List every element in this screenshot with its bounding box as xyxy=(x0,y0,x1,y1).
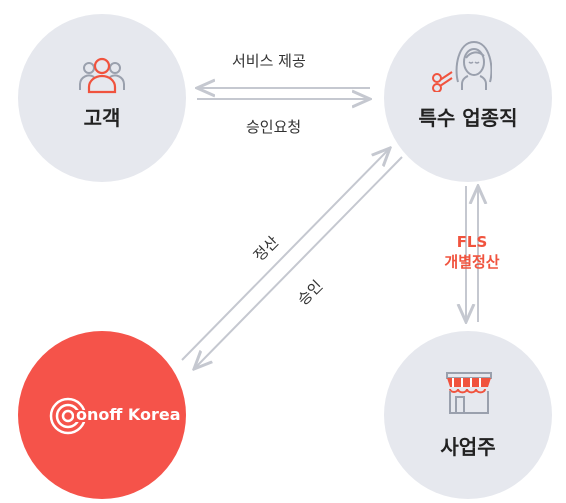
fls-label-line1: FLS xyxy=(456,233,488,251)
storefront-icon xyxy=(446,372,492,414)
onoff-korea-node: onoff Korea xyxy=(18,331,186,499)
arrow-approval xyxy=(194,156,403,369)
fls-label-line2: 개별정산 xyxy=(444,253,500,271)
onoff-korea-brand-text: onoff Korea xyxy=(76,405,181,424)
customer-label: 고객 xyxy=(83,106,121,130)
service-provision-label: 서비스 제공 xyxy=(232,52,306,70)
fls-settlement-label: FLS 개별정산 xyxy=(428,232,516,272)
people-icon xyxy=(79,57,125,94)
approval-request-label: 승인요청 xyxy=(246,118,302,136)
woman-scissors-icon xyxy=(432,40,492,92)
business-owner-node: 사업주 xyxy=(384,331,552,499)
arrow-settlement xyxy=(181,148,390,361)
customer-node: 고객 xyxy=(18,14,186,182)
special-job-label: 특수 업종직 xyxy=(418,106,518,130)
special-job-node: 특수 업종직 xyxy=(384,14,552,182)
business-owner-label: 사업주 xyxy=(440,435,496,459)
onoff-korea-logo xyxy=(49,397,88,435)
